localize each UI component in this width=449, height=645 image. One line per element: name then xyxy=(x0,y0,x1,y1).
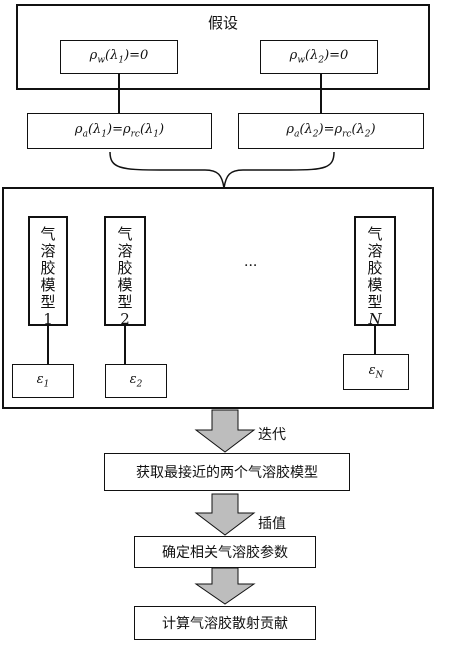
arrow-interpolate xyxy=(194,493,256,536)
model-2-index: 2 xyxy=(120,310,130,328)
model-2-connector xyxy=(124,326,126,364)
aerosol-model-n: 气 溶 胶 模 型 N xyxy=(354,216,396,328)
step-scatter-contribution: 计算气溶胶散射贡献 xyxy=(134,606,316,640)
match-formula-right: ρa(λ2)=ρrc(λ2) xyxy=(238,113,424,149)
step-nearest-models: 获取最接近的两个气溶胶模型 xyxy=(104,453,350,491)
connector-left xyxy=(118,74,120,114)
model-1-index: 1 xyxy=(43,310,53,328)
curly-brace xyxy=(109,151,335,189)
iterate-label: 迭代 xyxy=(258,427,286,443)
epsilon-n-box: εN xyxy=(343,354,409,390)
model-n-connector xyxy=(374,326,376,354)
epsilon-1-box: ε1 xyxy=(12,364,74,398)
arrow-final xyxy=(194,567,256,605)
interpolate-label: 插值 xyxy=(258,516,286,532)
model-n-index: N xyxy=(368,310,382,328)
model-1-connector xyxy=(47,326,49,364)
assumption-formula-left: ρw(λ1)=0 xyxy=(60,40,178,74)
match-formula-left: ρa(λ1)=ρrc(λ1) xyxy=(27,113,212,149)
epsilon-2-box: ε2 xyxy=(105,364,167,398)
arrow-iterate xyxy=(194,409,256,453)
model-ellipsis: ··· xyxy=(244,258,258,274)
assumption-formula-right: ρw(λ2)=0 xyxy=(260,40,378,74)
aerosol-model-1: 气 溶 胶 模 型 1 xyxy=(28,216,68,328)
aerosol-model-2: 气 溶 胶 模 型 2 xyxy=(104,216,146,328)
step-determine-params: 确定相关气溶胶参数 xyxy=(134,536,316,568)
connector-right xyxy=(320,74,322,114)
assumption-title: 假设 xyxy=(207,14,238,32)
